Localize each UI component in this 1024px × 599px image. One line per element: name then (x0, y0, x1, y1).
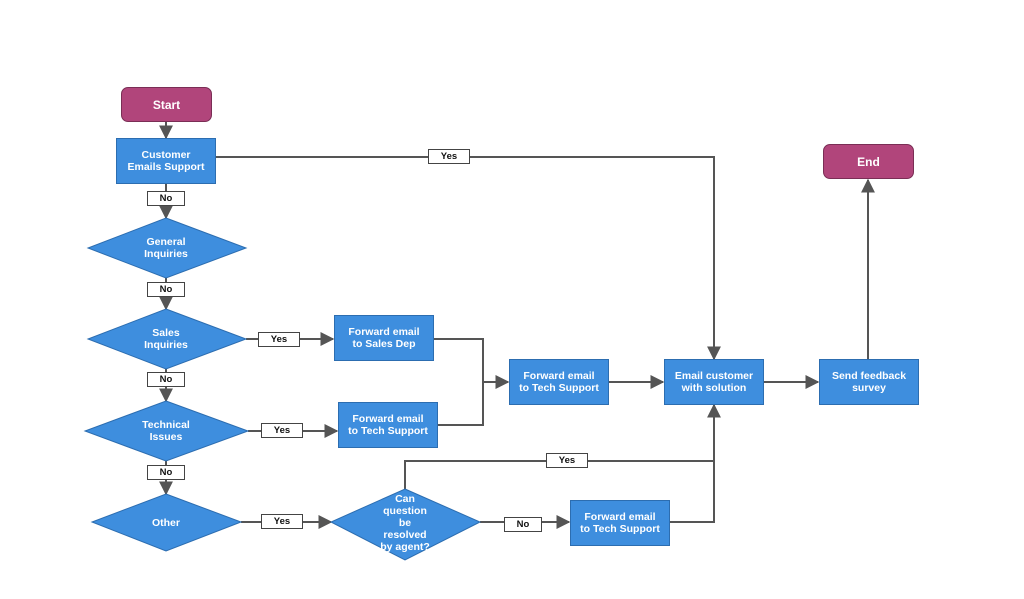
end-label: End (857, 154, 880, 169)
decision-resolve-label: Can question be resolved by agent? (380, 493, 430, 553)
email-customer-box: Email customer with solution (664, 359, 764, 405)
decision-other-label: Other (151, 517, 180, 529)
label-no-1: No (147, 191, 185, 206)
fwd-tech-2-box: Forward email to Tech Support (509, 359, 609, 405)
fwd-sales-label: Forward email to Sales Dep (348, 326, 420, 350)
decision-resolve-shape (329, 488, 482, 561)
edge-fwdtech3-up (669, 461, 715, 523)
end-terminal: End (823, 144, 914, 179)
start-terminal: Start (121, 87, 212, 122)
edge-fwdsales-merge (434, 338, 484, 426)
decision-technical-label: Technical Issues (142, 419, 190, 443)
label-yes-other: Yes (261, 514, 303, 529)
decision-general-shape (86, 217, 248, 279)
start-label: Start (152, 97, 181, 112)
edge-resolve-email (404, 403, 721, 489)
label-no-2: No (147, 282, 185, 297)
fwd-tech-1-label: Forward email to Tech Support (348, 413, 428, 437)
label-yes-sales: Yes (258, 332, 300, 347)
label-yes-tech: Yes (261, 423, 303, 438)
label-no-resolve: No (504, 517, 542, 532)
decision-other: Other (116, 514, 216, 532)
decision-technical-shape (83, 400, 250, 462)
decision-sales-shape (86, 308, 248, 370)
edge-customer-email (216, 156, 721, 361)
email-customer-label: Email customer with solution (674, 370, 754, 394)
decision-sales-label: Sales Inquiries (144, 327, 188, 351)
customer-emails-label: Customer Emails Support (127, 149, 205, 173)
decision-general: General Inquiries (116, 233, 216, 263)
label-yes-top: Yes (428, 149, 470, 164)
decision-sales: Sales Inquiries (116, 324, 216, 354)
label-yes-resolve: Yes (546, 453, 588, 468)
fwd-tech-3-label: Forward email to Tech Support (580, 511, 660, 535)
decision-other-shape (90, 493, 243, 552)
fwd-tech-1-box: Forward email to Tech Support (338, 402, 438, 448)
decision-technical: Technical Issues (116, 416, 216, 446)
label-no-3: No (147, 372, 185, 387)
fwd-sales-box: Forward email to Sales Dep (334, 315, 434, 361)
label-no-4: No (147, 465, 185, 480)
fwd-tech-3-box: Forward email to Tech Support (570, 500, 670, 546)
customer-emails-box: Customer Emails Support (116, 138, 216, 184)
fwd-tech-2-label: Forward email to Tech Support (519, 370, 599, 394)
feedback-label: Send feedback survey (831, 370, 907, 394)
feedback-box: Send feedback survey (819, 359, 919, 405)
decision-general-label: General Inquiries (144, 236, 188, 260)
decision-resolve: Can question be resolved by agent? (365, 492, 445, 554)
